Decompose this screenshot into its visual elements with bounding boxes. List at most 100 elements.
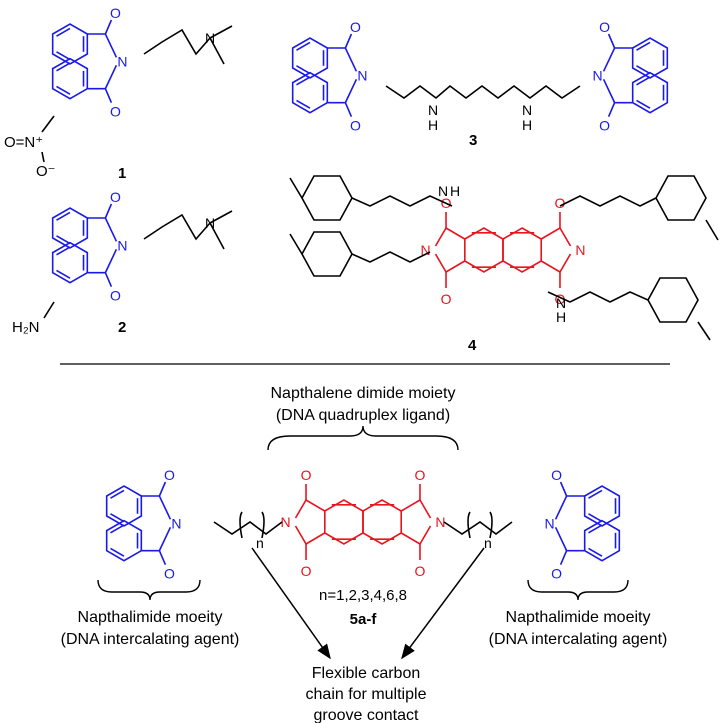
- imide-bond-top: [540, 226, 572, 247]
- aromatic-ring: [51, 241, 89, 284]
- carbonyl-bond: [559, 481, 568, 497]
- imide-bond-bottom: [87, 64, 118, 90]
- carbonyl-o: O: [350, 19, 361, 35]
- aromatic-ring: [51, 57, 89, 100]
- arrow-right-chain: [401, 547, 485, 660]
- carbonyl-bond: [607, 33, 616, 49]
- naphthalimide-core-5-left: OON: [105, 467, 181, 582]
- dimethylaminoethyl-chain-2: [143, 210, 233, 250]
- carbonyl-bond: [104, 88, 113, 103]
- carbonyl-o: O: [551, 467, 562, 483]
- left-annotation-subtitle: (DNA intercalating agent): [61, 631, 240, 648]
- double-bond: [636, 65, 651, 75]
- carbonyl-o: O: [110, 5, 121, 21]
- carbonyl-bond: [607, 102, 616, 117]
- double-bond: [588, 513, 603, 523]
- right-annotation-title: Napthalimide moeity: [506, 609, 651, 626]
- design-scheme-5: Napthalene dimide moiety (DNA quadruplex…: [61, 385, 668, 723]
- compound-1: OON N O=N⁺ O⁻ 1: [4, 5, 233, 182]
- double-bond: [588, 489, 603, 499]
- imide-n: N: [435, 514, 445, 530]
- double-bond: [56, 85, 71, 95]
- imide-bond-bottom: [141, 526, 172, 552]
- right-annotation-subtitle: (DNA intercalating agent): [489, 631, 668, 648]
- carbonyl-bond: [344, 102, 353, 117]
- aromatic-ring: [583, 519, 621, 562]
- nitro-group: O=N⁺ O⁻: [4, 115, 56, 180]
- carbonyl-bond: [104, 272, 113, 287]
- ndi-annotation-subtitle: (DNA quadruplex ligand): [276, 407, 450, 424]
- imide-n: N: [357, 67, 367, 83]
- polyamine-linker-3: [385, 84, 581, 100]
- amine-label: H₂N: [12, 319, 40, 336]
- chain-annotation-line3: groove contact: [314, 707, 420, 723]
- h-3-right: H: [522, 117, 532, 133]
- aromatic-ring: [105, 519, 143, 562]
- h-4-top: H: [450, 183, 460, 199]
- h-4-bottom: H: [556, 309, 566, 325]
- aromatic-ring: [291, 71, 329, 114]
- imide-n: N: [171, 515, 181, 531]
- compound-number-2: 2: [118, 319, 126, 336]
- double-bond: [56, 51, 71, 61]
- imide-bond-top: [434, 226, 466, 247]
- imide-bond-bottom: [400, 525, 432, 546]
- h-3-left: H: [428, 117, 438, 133]
- carbonyl-o: O: [551, 566, 562, 582]
- double-bond: [296, 41, 311, 51]
- dimethylaminoethyl-chain-1: [143, 25, 233, 65]
- imide-bond-bottom: [87, 248, 118, 274]
- imide-bond-top: [87, 217, 118, 242]
- n-values: n=1,2,3,4,6,8: [319, 587, 407, 604]
- double-bond: [56, 211, 71, 221]
- naphthalimide-core-3-right: OON: [593, 19, 669, 134]
- naphthalimide-core-5-right: OON: [545, 467, 621, 582]
- double-bond: [56, 235, 71, 245]
- aromatic-ring: [105, 485, 143, 527]
- double-bond: [56, 269, 71, 279]
- carbonyl-o: O: [164, 467, 175, 483]
- imide-n: N: [575, 242, 585, 258]
- carbonyl-o: O: [555, 291, 566, 307]
- double-bond: [636, 41, 651, 51]
- imide-n: N: [117, 237, 127, 253]
- compound-3: OON OON N H N H 3: [291, 19, 669, 149]
- imide-n: N: [593, 67, 603, 83]
- amine-n-1: N: [205, 30, 215, 46]
- right-naphthalimide-brace: [527, 579, 629, 601]
- repeat-n-left: n: [256, 535, 264, 551]
- compound-number-4: 4: [468, 337, 477, 354]
- imide-bond-top: [400, 498, 432, 519]
- imide-n: N: [280, 514, 290, 530]
- arrow-left-chain: [251, 547, 331, 660]
- left-annotation-title: Napthalimide moeity: [78, 609, 223, 626]
- aromatic-ring: [631, 71, 669, 114]
- carbonyl-o: O: [415, 467, 426, 483]
- imide-bond-top: [602, 47, 633, 72]
- ndi-annotation-title: Napthalene dimide moiety: [271, 385, 456, 402]
- nh-4-bottom: N: [556, 295, 566, 311]
- nh-4-top: N: [438, 183, 448, 199]
- aromatic-ring: [51, 23, 89, 65]
- carbonyl-o: O: [555, 195, 566, 211]
- naphthalimide-core-1: OON: [51, 5, 127, 120]
- aromatic-ring: [362, 499, 402, 545]
- imide-bond-top: [554, 495, 585, 520]
- imide-bond-bottom: [602, 78, 633, 104]
- carbonyl-o: O: [301, 563, 312, 579]
- carbonyl-o: O: [110, 104, 121, 120]
- double-bond: [110, 513, 125, 523]
- aromatic-ring: [324, 499, 364, 545]
- imide-bond-bottom: [554, 526, 585, 552]
- carbonyl-o: O: [599, 19, 610, 35]
- imide-bond-top: [141, 495, 172, 520]
- aromatic-ring: [583, 485, 621, 527]
- compound-2: OON N H₂N 2: [12, 189, 233, 336]
- ndi-brace: [267, 425, 459, 451]
- naphthalimide-core-2: OON: [51, 189, 127, 304]
- carbonyl-o: O: [415, 563, 426, 579]
